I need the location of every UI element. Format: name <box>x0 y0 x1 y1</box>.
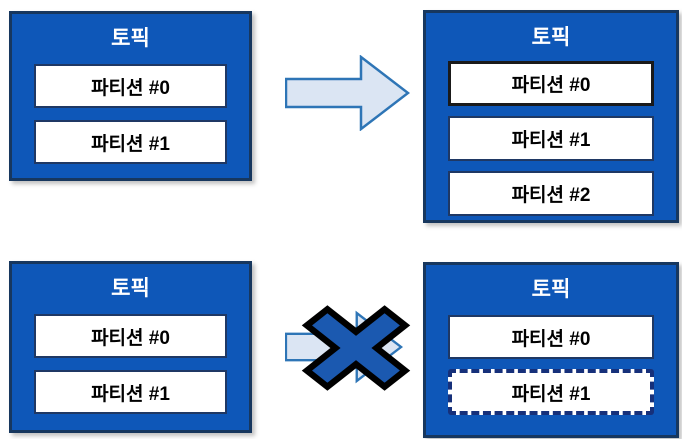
partition-box: 파티션 #0 <box>448 61 654 106</box>
partition-box: 파티션 #1 <box>448 116 654 161</box>
partition-label: 파티션 #1 <box>511 383 591 405</box>
right-arrow-icon <box>285 55 410 131</box>
x-cross-icon <box>299 303 413 393</box>
topic-box-bottom-left: 토픽 파티션 #0 파티션 #1 <box>9 261 252 433</box>
partition-box: 파티션 #0 <box>448 315 654 359</box>
partition-label: 파티션 #0 <box>511 75 591 96</box>
partition-label: 파티션 #1 <box>91 383 170 405</box>
topic-title: 토픽 <box>111 27 150 50</box>
partition-label: 파티션 #2 <box>511 185 591 206</box>
partition-label: 파티션 #1 <box>511 130 591 151</box>
partition-label: 파티션 #0 <box>511 328 591 350</box>
partition-box: 파티션 #1 <box>34 120 227 164</box>
topic-title: 토픽 <box>531 278 571 301</box>
partition-box: 파티션 #1 <box>34 370 227 414</box>
topic-title: 토픽 <box>531 26 571 49</box>
partition-box: 파티션 #0 <box>34 64 227 108</box>
partition-label: 파티션 #0 <box>91 77 170 99</box>
partition-label: 파티션 #1 <box>91 133 170 155</box>
topic-box-top-left: 토픽 파티션 #0 파티션 #1 <box>9 11 252 181</box>
partition-box-dashed: 파티션 #1 <box>448 369 654 415</box>
partition-label: 파티션 #0 <box>91 327 170 349</box>
partition-box: 파티션 #0 <box>34 314 227 358</box>
partition-box: 파티션 #2 <box>448 171 654 216</box>
topic-title: 토픽 <box>111 277 150 300</box>
topic-box-top-right: 토픽 파티션 #0 파티션 #1 파티션 #2 <box>423 10 679 223</box>
topic-box-bottom-right: 토픽 파티션 #0 파티션 #1 <box>423 262 679 438</box>
